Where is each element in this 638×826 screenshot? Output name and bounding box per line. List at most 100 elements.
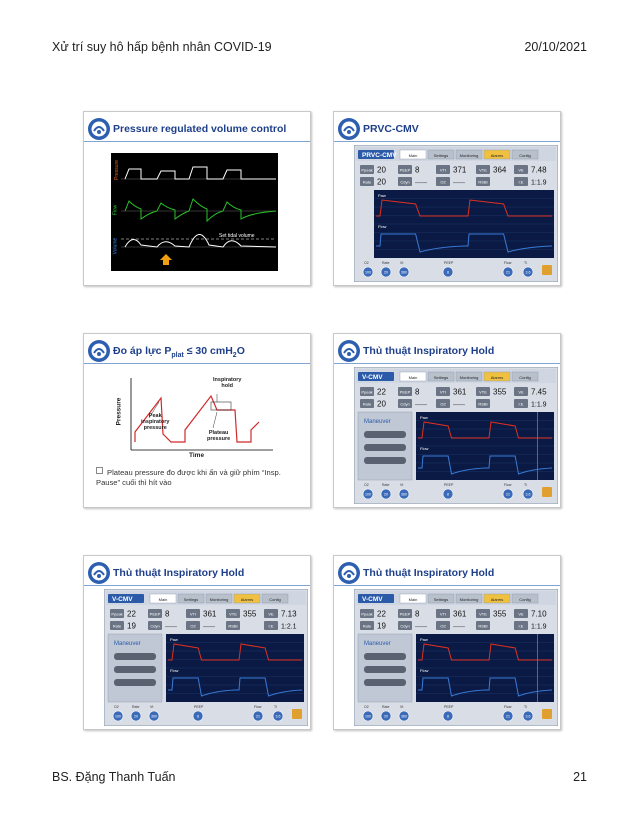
knob-label: Ti [524,483,527,487]
readout-key-label: RSBI [478,402,487,407]
knob-label: O2 [364,483,369,487]
knob-label: PEEP [444,261,454,265]
vent-tab-alarms [483,593,511,604]
knob [380,710,392,722]
knob-label: Ti [274,705,277,709]
vent-tab-label: Config [519,375,531,380]
readout-key [360,621,374,630]
readout-key-label: VTE [229,612,237,617]
readout-key-label: Rate [363,180,372,185]
slide-title: Thủ thuật Inspiratory Hold [113,567,245,579]
knob-value: 21 [256,715,260,719]
knob-value: 3.6 [526,715,531,719]
knob [362,710,374,722]
lock-icon [542,709,552,719]
readout-key [110,621,124,630]
knob-label: Ti [524,261,527,265]
maneuver-title: Maneuver [114,641,141,647]
knob-value: 21 [506,271,510,275]
readout-key [186,609,200,618]
maneuver-button [114,666,156,673]
readout-key [360,165,374,174]
vent-tab-label: Config [519,597,531,602]
readout-key [398,621,412,630]
knob-label: PEEP [444,483,454,487]
knob [380,266,392,278]
readout-key [264,621,278,630]
mode-badge [108,594,144,603]
knob-value: 360 [151,715,157,719]
readout-value: 355 [493,610,507,619]
maneuver-button [364,444,406,451]
readout-value: 364 [493,166,507,175]
knob [398,488,410,500]
vent-tab-settings [427,593,455,604]
knob-value: 20 [384,493,388,497]
hospital-logo-icon [338,118,360,140]
readout-key-label: Rate [363,624,372,629]
knob-label: PEEP [194,705,204,709]
maneuver-button [364,679,406,686]
readout-key [436,177,450,186]
vent-tab-label: Monitoring [460,597,479,602]
readout-value: 8 [415,166,420,175]
readout-value: 22 [377,610,386,619]
readout-value: 22 [127,610,136,619]
vent-tab-monitoring [455,371,483,382]
waveform-label: Flow [420,668,429,673]
slide-divider [84,363,310,364]
knob-value: 3.6 [276,715,281,719]
knob [398,266,410,278]
knob-label: O2 [364,705,369,709]
readout-key [398,387,412,396]
slide-title: Thủ thuật Inspiratory Hold [363,567,495,579]
readout-value: 22 [377,388,386,397]
knob [522,710,534,722]
readout-key-label: PEEP [150,612,161,617]
waveform-label: Paw [170,637,178,642]
readout-key [360,399,374,408]
knob-value: 21 [506,715,510,719]
page-footer-author: BS. Đặng Thanh Tuấn [52,770,176,784]
slide-title: Pressure regulated volume control [113,123,287,135]
vent-tab-monitoring [455,593,483,604]
readout-value: 361 [203,610,217,619]
knob-value: 20 [134,715,138,719]
vent-tab-label: Main [409,153,418,158]
readout-key [476,399,490,408]
waveform-label: Flow [420,446,429,451]
readout-key [360,387,374,396]
readout-key-label: Cdyn [400,624,409,629]
flow-waveform [376,233,553,253]
waveform-label: Paw [420,415,428,420]
vent-tab-label: Settings [434,597,448,602]
readout-key [436,621,450,630]
readout-value: 19 [377,622,386,631]
vent-tab-label: Settings [434,153,448,158]
vent-tab-main [399,149,427,160]
vent-tab-main [149,593,177,604]
vent-tab-label: Alarms [491,375,503,380]
mode-badge [358,150,394,159]
vent-tab-main [399,371,427,382]
maneuver-button [364,431,406,438]
readout-key-label: VE [268,612,274,617]
volume-axis-label: Volume [112,237,119,255]
readout-key-label: Ppeak [111,612,122,617]
flow-waveform [418,455,553,475]
readout-key-label: PEEP [400,168,411,173]
slide-divider [334,363,560,364]
maneuver-button [114,679,156,686]
readout-key-label: VTI [440,390,446,395]
readout-key-label: VE [518,390,524,395]
vent-tab-label: Monitoring [210,597,229,602]
readout-key-label: Ppeak [361,390,372,395]
readout-value: 355 [243,610,257,619]
readout-value: ------ [165,625,177,631]
readout-key-label: Cdyn [400,402,409,407]
